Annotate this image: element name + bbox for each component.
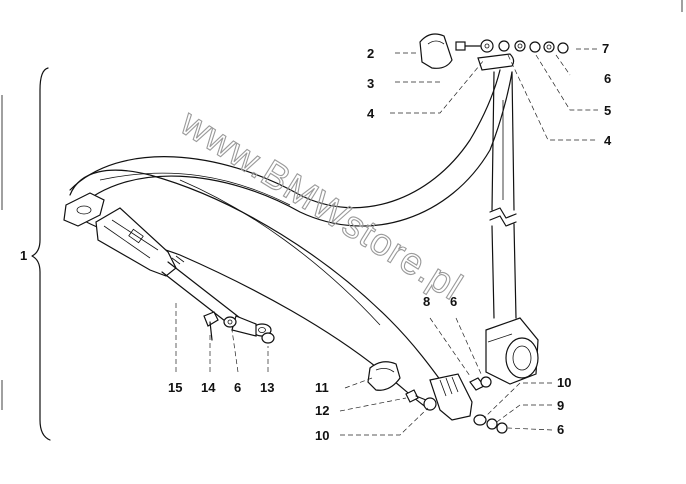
callout-14: 14: [201, 380, 216, 395]
callout-7: 7: [602, 41, 609, 56]
buckle-mount-hardware: [203, 311, 275, 344]
assembly-bracket: [31, 67, 51, 441]
upper-anchor-parts: [419, 33, 569, 71]
left-edge-marks: [1, 0, 683, 410]
callout-labels: 1 2 3 4 7 6 5 4 8 6 10 9 6 11 12 10 15 1…: [20, 41, 612, 443]
callout-9: 9: [557, 398, 564, 413]
buckle-cable: [161, 255, 272, 337]
watermark: www.BMWstore.pl: [172, 101, 469, 308]
lower-anchor-hardware: [367, 361, 508, 434]
callout-2: 2: [367, 46, 374, 61]
callout-6-top: 6: [604, 71, 611, 86]
callout-3: 3: [367, 76, 374, 91]
callout-5: 5: [604, 103, 611, 118]
leader-lines: [175, 48, 598, 436]
callout-10-right: 10: [557, 375, 571, 390]
callout-8: 8: [423, 294, 430, 309]
vertical-belt-strap: [489, 71, 517, 319]
callout-4-right: 4: [604, 133, 612, 148]
callout-15: 15: [168, 380, 182, 395]
buckle-body: [95, 207, 177, 277]
shoulder-belt-strap: [69, 69, 513, 227]
callout-6-bottom: 6: [557, 422, 564, 437]
buckle-tongue: [63, 192, 105, 227]
callout-11: 11: [315, 380, 329, 395]
callout-10-left: 10: [315, 428, 329, 443]
callout-4-left: 4: [367, 106, 375, 121]
retractor-bolt: [469, 376, 492, 391]
callout-12: 12: [315, 403, 329, 418]
retractor-unit: [485, 317, 539, 385]
callout-1: 1: [20, 248, 27, 263]
callout-6-buckle: 6: [234, 380, 241, 395]
callout-13: 13: [260, 380, 274, 395]
callout-6-mid: 6: [450, 294, 457, 309]
